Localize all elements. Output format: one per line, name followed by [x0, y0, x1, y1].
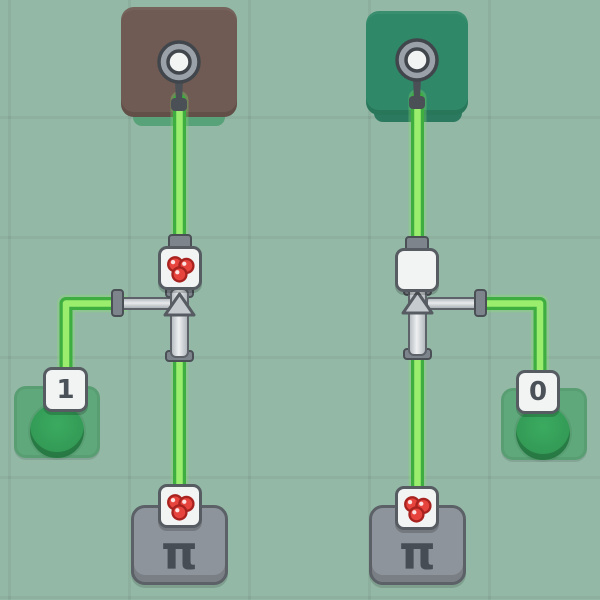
- button-circle-left[interactable]: [30, 404, 84, 458]
- filter-chip-left[interactable]: [158, 246, 202, 290]
- filter-chip-right-blank[interactable]: [395, 248, 439, 292]
- lamp-icon: [395, 38, 439, 109]
- source-chip-right[interactable]: [395, 486, 439, 530]
- arrow-up-triangle-icon: [163, 292, 196, 317]
- input-value-chip-right[interactable]: 0: [516, 370, 560, 414]
- valve-side-cap-left: [111, 289, 124, 317]
- cherries-icon: [404, 496, 432, 523]
- source-symbol-right: π: [399, 526, 436, 580]
- input-value-chip-left[interactable]: 1: [43, 367, 88, 412]
- wire-side-right: [471, 294, 549, 391]
- cherries-icon: [167, 256, 195, 283]
- input-value-left: 1: [56, 374, 75, 405]
- source-chip-left[interactable]: [158, 484, 202, 528]
- wire-side-left: [57, 294, 131, 389]
- source-symbol-left: π: [161, 526, 198, 580]
- cherries-icon: [167, 494, 195, 521]
- arrow-up-triangle-icon: [401, 290, 434, 315]
- input-value-right: 0: [528, 377, 548, 407]
- lamp-icon: [157, 40, 201, 111]
- valve-side-cap-right: [474, 289, 487, 317]
- button-circle-right[interactable]: [516, 406, 570, 460]
